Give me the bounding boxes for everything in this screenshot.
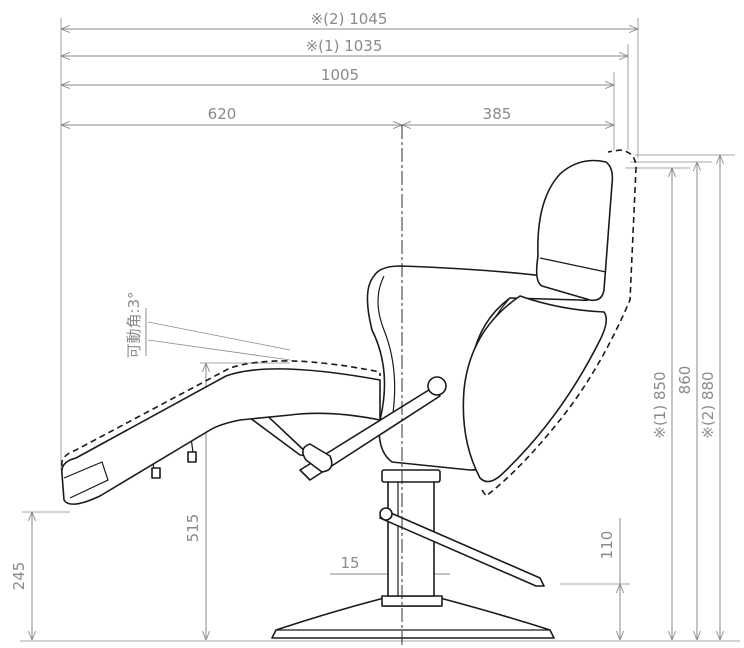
leg-rest-cushion-end xyxy=(63,461,109,499)
base-collar xyxy=(381,595,443,607)
tilt-reference-line-lower xyxy=(147,339,291,361)
recline-lever-arm xyxy=(299,387,441,481)
height-mid-label: 860 xyxy=(676,366,694,395)
base-height-label: 110 xyxy=(598,531,616,560)
front-length-label: 620 xyxy=(208,105,237,123)
vertical-dimensions-right: ※(1) 850 860 ※(2) 880 xyxy=(625,154,735,640)
footrest-height-label: 245 xyxy=(10,562,28,591)
height-2-label: ※(2) 880 xyxy=(699,371,717,438)
recline-lever-hinge xyxy=(302,443,333,473)
seat-height-label: 515 xyxy=(184,514,202,543)
pedal-pivot xyxy=(379,507,393,521)
height-1-label: ※(1) 850 xyxy=(651,371,669,438)
pump-pedal xyxy=(379,507,545,587)
overall-width-label: 1005 xyxy=(321,66,359,84)
overall-width-1-label: ※(1) 1035 xyxy=(306,37,383,55)
footrest-height-dimension: 245 xyxy=(10,511,70,640)
recline-lever-knob xyxy=(427,376,447,396)
tilt-reference-line-upper xyxy=(147,321,291,351)
footrest-bracket-2 xyxy=(187,451,197,463)
footrest-bracket-1 xyxy=(151,467,161,479)
overall-width-2-label: ※(2) 1045 xyxy=(311,10,388,28)
tilt-angle-label: 可動角:3° xyxy=(125,291,143,358)
recline-lever xyxy=(299,376,447,481)
base-offset-label: 15 xyxy=(340,554,359,572)
tilt-angle-dimension: 可動角:3° xyxy=(125,291,291,361)
reclined-legrest-outline xyxy=(60,360,381,467)
column-top xyxy=(381,469,441,483)
headrest-seam xyxy=(539,257,607,273)
headrest xyxy=(535,159,614,302)
backrest xyxy=(462,295,608,483)
horizontal-dimensions: ※(2) 1045 ※(1) 1035 1005 620 385 xyxy=(60,10,639,470)
base-height-dimension: 110 xyxy=(560,518,630,640)
chair-base xyxy=(271,469,555,639)
leg-rest xyxy=(60,368,381,505)
seat-frame-inner-edge xyxy=(377,275,396,421)
rear-length-label: 385 xyxy=(483,105,512,123)
